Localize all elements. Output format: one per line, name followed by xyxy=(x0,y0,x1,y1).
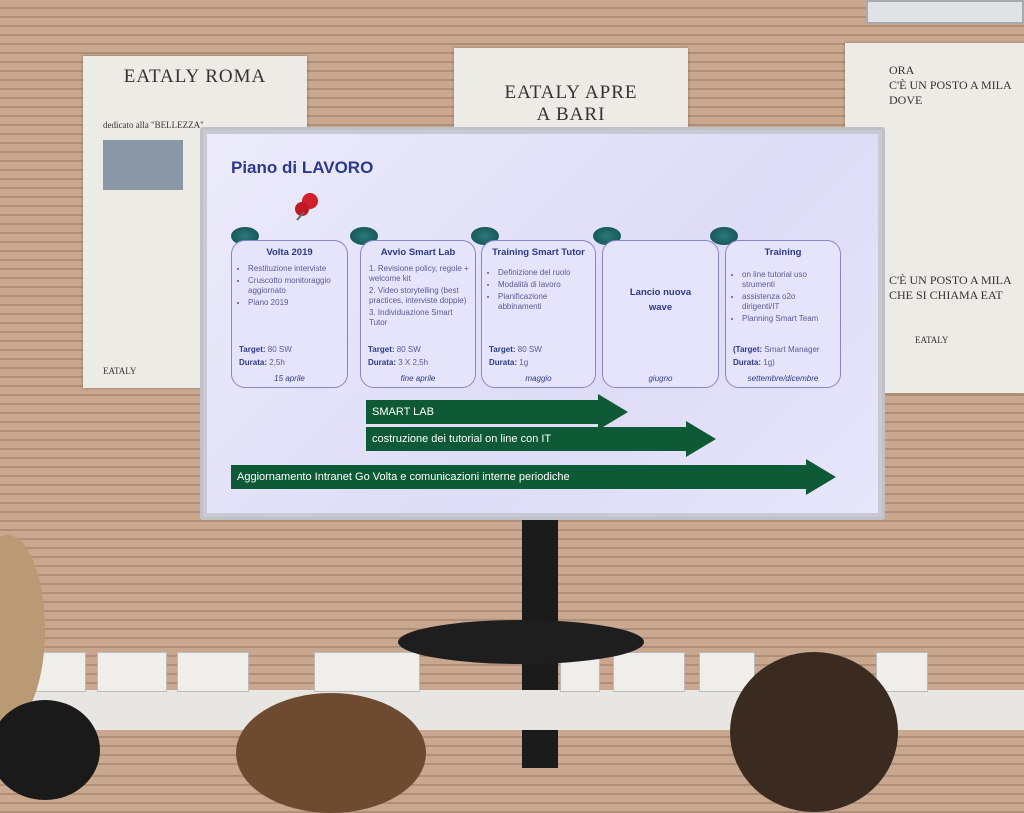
tv-screen: Piano di LAVORO Volta 2019 Restituzione … xyxy=(200,127,885,520)
card-training: Training on line tutorial uso strumentia… xyxy=(725,240,841,388)
card-item: Modalità di lavoro xyxy=(498,280,589,290)
card-lancio-nuova-wave: Lancio nuova wave giugno xyxy=(602,240,719,388)
pushpin-icon xyxy=(295,193,318,221)
card-date: 15 aprile xyxy=(274,374,305,383)
round-table xyxy=(398,620,644,664)
timeline-dot xyxy=(710,227,738,245)
card-item: on line tutorial uso strumenti xyxy=(742,270,834,290)
wall-socket xyxy=(97,652,167,692)
card-title: Avvio Smart Lab xyxy=(380,247,456,258)
card-item: Pianificazione abbinamenti xyxy=(498,292,589,312)
arrow-smart-lab: SMART LAB xyxy=(366,394,628,430)
card-title: Training Smart Tutor xyxy=(492,247,585,258)
card-item: Cruscotto monitoraggio aggiornato xyxy=(248,276,341,296)
poster-text: CHE SI CHIAMA EAT xyxy=(889,288,1003,302)
card-date: giugno xyxy=(648,374,673,383)
poster-logo: EATALY xyxy=(103,366,137,376)
poster-text: ORA xyxy=(889,63,915,77)
card-title: Volta 2019 xyxy=(266,247,313,258)
card-item: Restituzione interviste xyxy=(248,264,341,274)
wall-socket xyxy=(177,652,249,692)
ceiling-vent xyxy=(866,0,1024,24)
card-title: Lancio nuova wave xyxy=(629,287,692,313)
card-item: Planning Smart Team xyxy=(742,314,834,324)
presentation-slide: Piano di LAVORO Volta 2019 Restituzione … xyxy=(207,134,878,513)
card-volta-2019: Volta 2019 Restituzione intervisteCrusco… xyxy=(231,240,348,388)
slide-title: Piano di LAVORO xyxy=(231,158,374,177)
poster-image xyxy=(103,140,183,190)
poster-title: EATALY ROMA xyxy=(123,66,267,87)
poster-text: C'È UN POSTO A MILA xyxy=(889,78,1012,92)
card-date: maggio xyxy=(525,374,552,383)
card-item: 1. Revisione policy, regole + welcome ki… xyxy=(369,264,469,283)
wall-socket xyxy=(876,652,928,692)
wall-socket xyxy=(314,652,420,692)
card-item: Definizione del ruolo xyxy=(498,268,589,278)
audience-head xyxy=(730,652,898,812)
card-date: fine aprile xyxy=(400,374,436,383)
poster-text: DOVE xyxy=(889,93,923,107)
card-item: 3. Individuazione Smart Tutor xyxy=(369,308,453,327)
audience-head xyxy=(236,693,426,813)
card-item: assistenza o2o dirigenti/IT xyxy=(742,292,834,312)
card-item: 2. Video storytelling (best practices, i… xyxy=(369,286,467,305)
card-date: settembre/dicembre xyxy=(747,374,819,383)
arrow-tutorial-online: costruzione dei tutorial on line con IT xyxy=(366,421,716,457)
poster-subtitle: dedicato alla "BELLEZZA" xyxy=(103,120,204,130)
audience-shoulder xyxy=(0,700,100,800)
poster-text: C'È UN POSTO A MILA xyxy=(889,273,1012,287)
card-item: Piano 2019 xyxy=(248,298,341,308)
card-training-smart-tutor: Training Smart Tutor Definizione del ruo… xyxy=(481,240,596,388)
card-avvio-smart-lab: Avvio Smart Lab 1. Revisione policy, reg… xyxy=(360,240,476,388)
arrow-intranet-update: Aggiornamento Intranet Go Volta e comuni… xyxy=(231,459,836,495)
poster-logo: EATALY xyxy=(915,335,949,345)
card-title: Training xyxy=(764,247,802,258)
wall-socket xyxy=(613,652,685,692)
